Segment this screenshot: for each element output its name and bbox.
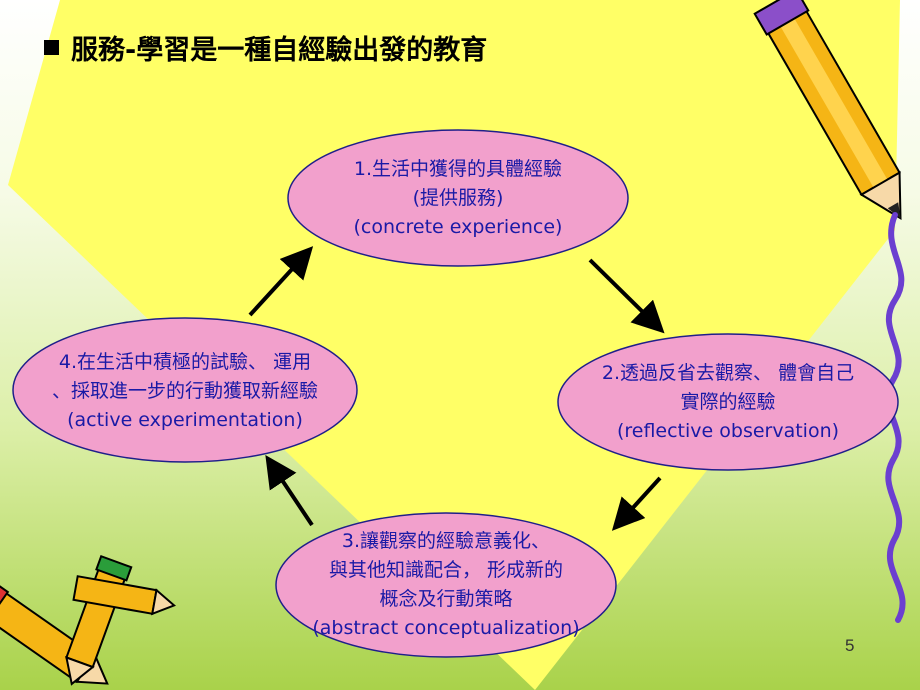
node-3-line-4: (abstract conceptualization) — [312, 617, 580, 639]
node-abstract-conceptualization: 3.讓觀察的經驗意義化、 與其他知識配合， 形成新的 概念及行動策略 (abst… — [276, 525, 616, 645]
node-3-ellipse — [275, 512, 617, 658]
slide-title: 服務-學習是一種自經驗出發的教育 — [44, 28, 487, 67]
square-bullet-icon — [44, 40, 59, 55]
node-1-ellipse — [287, 129, 629, 267]
arrow-1-to-2 — [588, 258, 665, 334]
node-2-line-3: (reflective observation) — [616, 419, 840, 442]
yellow-diamond-shape — [8, 0, 900, 690]
arrow-4-to-1 — [248, 246, 314, 317]
node-3-line-1: 3.讓觀察的經驗意義化、 — [341, 530, 551, 552]
node-4-ellipse — [12, 317, 358, 463]
node-2-line-1: 2.透過反省去觀察、 體會自己 — [601, 361, 855, 384]
node-1-line-1: 1.生活中獲得的具體經驗 — [353, 157, 563, 180]
node-4-line-3: (active experimentation) — [67, 408, 303, 431]
pencil-icon — [753, 0, 902, 221]
node-1-line-2: (提供服務) — [412, 186, 504, 209]
node-4-line-1: 4.在生活中積極的試驗、 運用 — [58, 350, 312, 373]
node-3-line-2: 與其他知識配合， 形成新的 — [328, 559, 564, 581]
node-1-line-3: (concrete experience) — [353, 215, 563, 238]
node-2-ellipse — [557, 333, 899, 471]
arrow-3-to-4 — [265, 455, 314, 527]
node-2-line-2: 實際的經驗 — [680, 390, 776, 413]
slide-title-text: 服務-學習是一種自經驗出發的教育 — [71, 35, 488, 66]
node-3-line-3: 概念及行動策略 — [379, 588, 513, 610]
pencil-icon — [72, 575, 177, 616]
node-active-experimentation: 4.在生活中積極的試驗、 運用 、採取進一步的行動獲取新經驗 (active e… — [13, 346, 357, 436]
node-reflective-observation: 2.透過反省去觀察、 體會自己 實際的經驗 (reflective observ… — [558, 354, 898, 450]
arrow-2-to-3 — [611, 476, 662, 531]
squiggle-decoration — [884, 212, 906, 623]
node-4-line-2: 、採取進一步的行動獲取新經驗 — [51, 379, 318, 402]
node-concrete-experience: 1.生活中獲得的具體經驗 (提供服務) (concrete experience… — [288, 150, 628, 246]
page-number: 5 — [845, 636, 855, 655]
